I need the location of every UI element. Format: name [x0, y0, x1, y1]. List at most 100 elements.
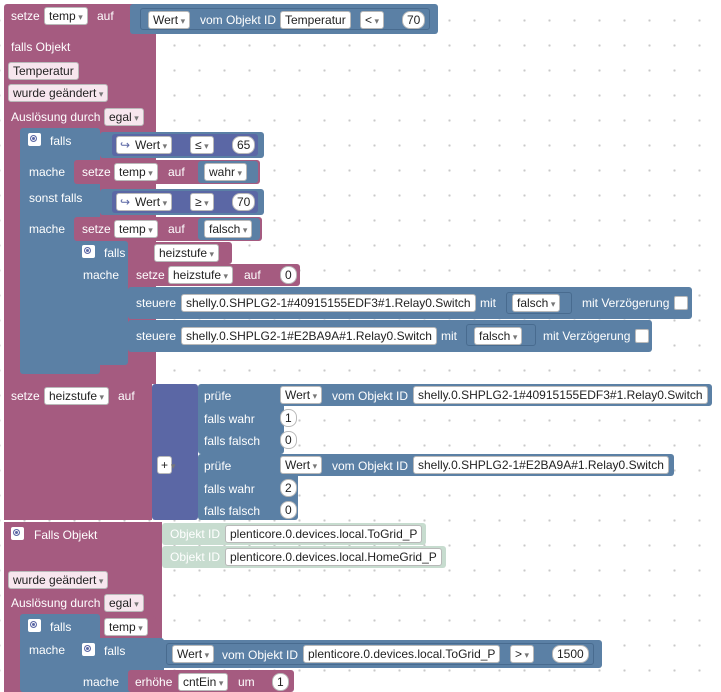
mache-label: mache — [83, 675, 120, 689]
if-block-inner[interactable] — [74, 241, 128, 365]
mache-label: mache — [83, 268, 120, 282]
local-value-dropdown[interactable]: Wert — [116, 193, 173, 211]
delay-label: mit Verzögerung — [582, 296, 670, 310]
var-dropdown-heizstufe[interactable]: heizstufe — [168, 266, 234, 284]
object-id-field[interactable]: plenticore.0.devices.local.ToGrid_P — [225, 525, 423, 543]
vom-objekt-id-label: vom Objekt ID — [332, 389, 409, 403]
gear-icon[interactable] — [28, 619, 41, 632]
setze-label: setze — [11, 389, 40, 403]
wert-dropdown[interactable]: Wert — [148, 11, 191, 29]
auf-label: auf — [168, 165, 185, 179]
changed-dropdown[interactable]: wurde geändert — [8, 84, 109, 102]
falls-label: falls — [50, 620, 72, 634]
ausloesung-label: Auslösung durch — [11, 596, 101, 610]
delay-checkbox[interactable] — [674, 296, 688, 310]
operator-dropdown[interactable]: ≥ — [190, 193, 214, 211]
object-id-field[interactable]: plenticore.0.devices.local.HomeGrid_P — [225, 548, 442, 566]
objekt-id-label: Objekt ID — [170, 550, 221, 564]
falls-wahr-label: falls wahr — [204, 482, 255, 496]
set-heizstufe-main-block[interactable] — [4, 384, 152, 520]
objekt-id-label: Objekt ID — [170, 527, 221, 541]
var-dropdown-temp[interactable]: temp — [44, 7, 88, 25]
delay-label: mit Verzögerung — [543, 329, 631, 343]
object-id-field[interactable]: plenticore.0.devices.local.ToGrid_P — [303, 645, 501, 663]
auf-label: auf — [97, 9, 114, 23]
var-dropdown-temp[interactable]: temp — [104, 618, 148, 636]
vom-objekt-id-label: vom Objekt ID — [222, 648, 299, 662]
pruefe-label: prüfe — [204, 389, 232, 403]
ausloesung-label: Auslösung durch — [11, 110, 101, 124]
mache-label: mache — [29, 643, 66, 657]
number-field[interactable]: 0 — [280, 431, 297, 449]
um-label: um — [238, 675, 255, 689]
object-id-field[interactable]: shelly.0.SHPLG2-1#E2BA9A#1.Relay0.Switch — [181, 327, 437, 345]
falls-label: falls — [104, 644, 126, 658]
mit-label: mit — [441, 329, 457, 343]
wert-dropdown[interactable]: Wert — [280, 456, 323, 474]
falls-label: falls — [50, 134, 72, 148]
number-field[interactable]: 0 — [280, 266, 297, 284]
steuere-label: steuere — [136, 329, 177, 343]
object-id-field[interactable]: shelly.0.SHPLG2-1#40915155EDF3#1.Relay0.… — [413, 386, 708, 404]
arrow-icon: ↪ — [120, 138, 131, 152]
arrow-icon: ↪ — [120, 195, 131, 209]
egal-dropdown[interactable]: egal — [104, 594, 144, 612]
var-dropdown-temp[interactable]: temp — [114, 163, 158, 181]
var-dropdown-heizstufe[interactable]: heizstufe — [154, 244, 220, 262]
falls-falsch-label: falls falsch — [204, 434, 261, 448]
setze-label: setze — [11, 9, 40, 23]
trigger-object-field[interactable]: Temperatur — [8, 62, 79, 80]
number-field[interactable]: 1 — [272, 673, 289, 691]
object-id-field[interactable]: shelly.0.SHPLG2-1#E2BA9A#1.Relay0.Switch — [413, 456, 669, 474]
changed-dropdown[interactable]: wurde geändert — [8, 571, 109, 589]
operator-dropdown[interactable]: > — [510, 645, 535, 663]
gear-icon[interactable] — [82, 643, 95, 656]
number-field[interactable]: 70 — [232, 193, 256, 211]
vom-objekt-id-label: vom Objekt ID — [332, 459, 409, 473]
bool-dropdown[interactable]: falsch — [512, 294, 561, 312]
egal-dropdown[interactable]: egal — [104, 108, 144, 126]
mache-label: mache — [29, 165, 66, 179]
setze-label: setze — [136, 268, 165, 282]
sum-block[interactable] — [152, 384, 198, 520]
setze-label: setze — [82, 165, 111, 179]
number-field[interactable]: 70 — [402, 11, 426, 29]
erhoehe-label: erhöhe — [135, 675, 173, 689]
bool-dropdown[interactable]: falsch — [474, 327, 523, 345]
bool-dropdown[interactable]: falsch — [204, 220, 253, 238]
object-id-field[interactable]: shelly.0.SHPLG2-1#40915155EDF3#1.Relay0.… — [181, 294, 476, 312]
wert-dropdown[interactable]: Wert — [172, 645, 215, 663]
number-field[interactable]: 1500 — [552, 645, 589, 663]
auf-label: auf — [118, 389, 135, 403]
falls-wahr-label: falls wahr — [204, 412, 255, 426]
number-field[interactable]: 1 — [280, 409, 297, 427]
vom-objekt-id-label: vom Objekt ID — [200, 13, 277, 27]
var-dropdown-temp[interactable]: temp — [114, 220, 158, 238]
number-field[interactable]: 65 — [232, 136, 256, 154]
var-dropdown-cntein[interactable]: cntEin — [178, 673, 229, 691]
ternary-block-1[interactable] — [198, 384, 284, 454]
auf-label: auf — [168, 222, 185, 236]
object-id-field[interactable]: Temperatur — [280, 11, 351, 29]
pruefe-label: prüfe — [204, 459, 232, 473]
auf-label: auf — [244, 268, 261, 282]
falls-label: falls — [104, 246, 126, 260]
mache-label: mache — [29, 222, 66, 236]
wert-dropdown[interactable]: Wert — [280, 386, 323, 404]
local-value-dropdown[interactable]: Wert — [116, 136, 173, 154]
var-dropdown-heizstufe[interactable]: heizstufe — [44, 387, 110, 405]
number-field[interactable]: 2 — [280, 479, 297, 497]
delay-checkbox[interactable] — [635, 329, 649, 343]
gear-icon[interactable] — [28, 133, 41, 146]
steuere-label: steuere — [136, 296, 177, 310]
gear-icon[interactable] — [11, 527, 24, 540]
number-field[interactable]: 0 — [280, 501, 297, 519]
operator-dropdown[interactable]: ≤ — [190, 136, 214, 154]
operator-dropdown[interactable]: < — [360, 11, 385, 29]
sum-dropdown-icon[interactable] — [171, 458, 176, 473]
plus-mutator[interactable]: + — [157, 456, 173, 474]
gear-icon[interactable] — [82, 245, 95, 258]
setze-label: setze — [82, 222, 111, 236]
bool-dropdown[interactable]: wahr — [204, 163, 248, 181]
falls-falsch-label: falls falsch — [204, 504, 261, 518]
